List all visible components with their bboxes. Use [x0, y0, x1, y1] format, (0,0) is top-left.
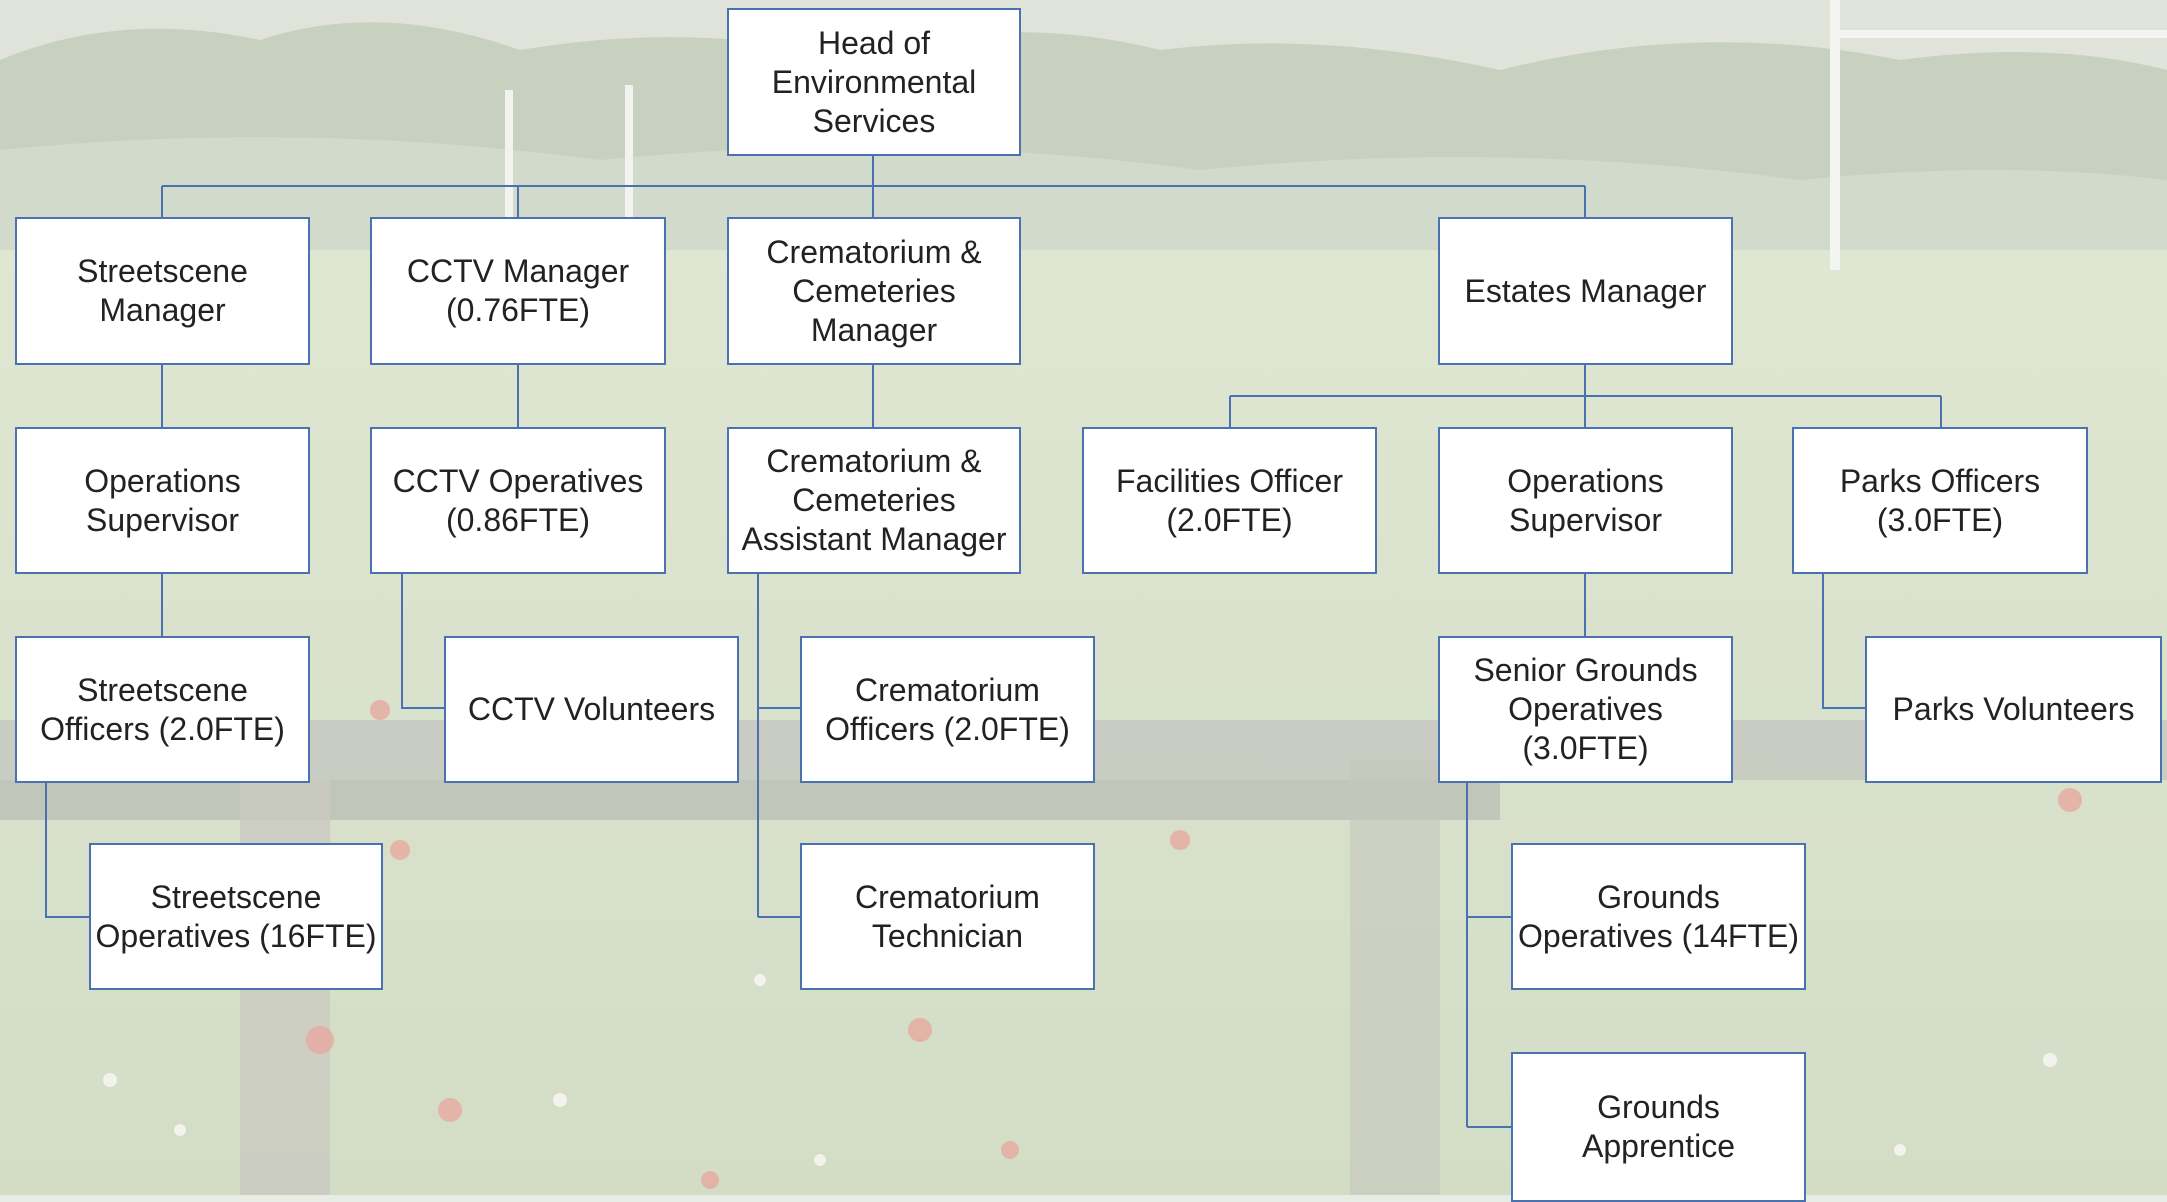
grounds-apprentice-box: Grounds Apprentice — [1511, 1052, 1806, 1202]
streetscene-operatives-box: Streetscene Operatives (16FTE) — [89, 843, 383, 990]
connector-cctv-operatives-volunteers — [401, 574, 445, 709]
facilities-officer-box: Facilities Officer (2.0FTE) — [1082, 427, 1377, 574]
head-of-environmental-services-box: Head of Environmental Services — [727, 8, 1021, 156]
cctv-volunteers-box: CCTV Volunteers — [444, 636, 739, 783]
streetscene-operations-supervisor-box: Operations Supervisor — [15, 427, 310, 574]
cctv-manager-box: CCTV Manager (0.76FTE) — [370, 217, 666, 365]
estates-manager-box: Estates Manager — [1438, 217, 1733, 365]
connector-parks-officers-volunteers — [1822, 574, 1866, 709]
parks-volunteers-box: Parks Volunteers — [1865, 636, 2162, 783]
crematorium-technician-box: Crematorium Technician — [800, 843, 1095, 990]
streetscene-manager-box: Streetscene Manager — [15, 217, 310, 365]
parks-officers-box: Parks Officers (3.0FTE) — [1792, 427, 2088, 574]
streetscene-officers-box: Streetscene Officers (2.0FTE) — [15, 636, 310, 783]
senior-grounds-operatives-box: Senior Grounds Operatives (3.0FTE) — [1438, 636, 1733, 783]
crematorium-cemeteries-assistant-manager-box: Crematorium & Cemeteries Assistant Manag… — [727, 427, 1021, 574]
crematorium-cemeteries-manager-box: Crematorium & Cemeteries Manager — [727, 217, 1021, 365]
estates-operations-supervisor-box: Operations Supervisor — [1438, 427, 1733, 574]
connector-streetscene-officers-operatives — [45, 783, 90, 918]
cctv-operatives-box: CCTV Operatives (0.86FTE) — [370, 427, 666, 574]
grounds-operatives-box: Grounds Operatives (14FTE) — [1511, 843, 1806, 990]
crematorium-officers-box: Crematorium Officers (2.0FTE) — [800, 636, 1095, 783]
